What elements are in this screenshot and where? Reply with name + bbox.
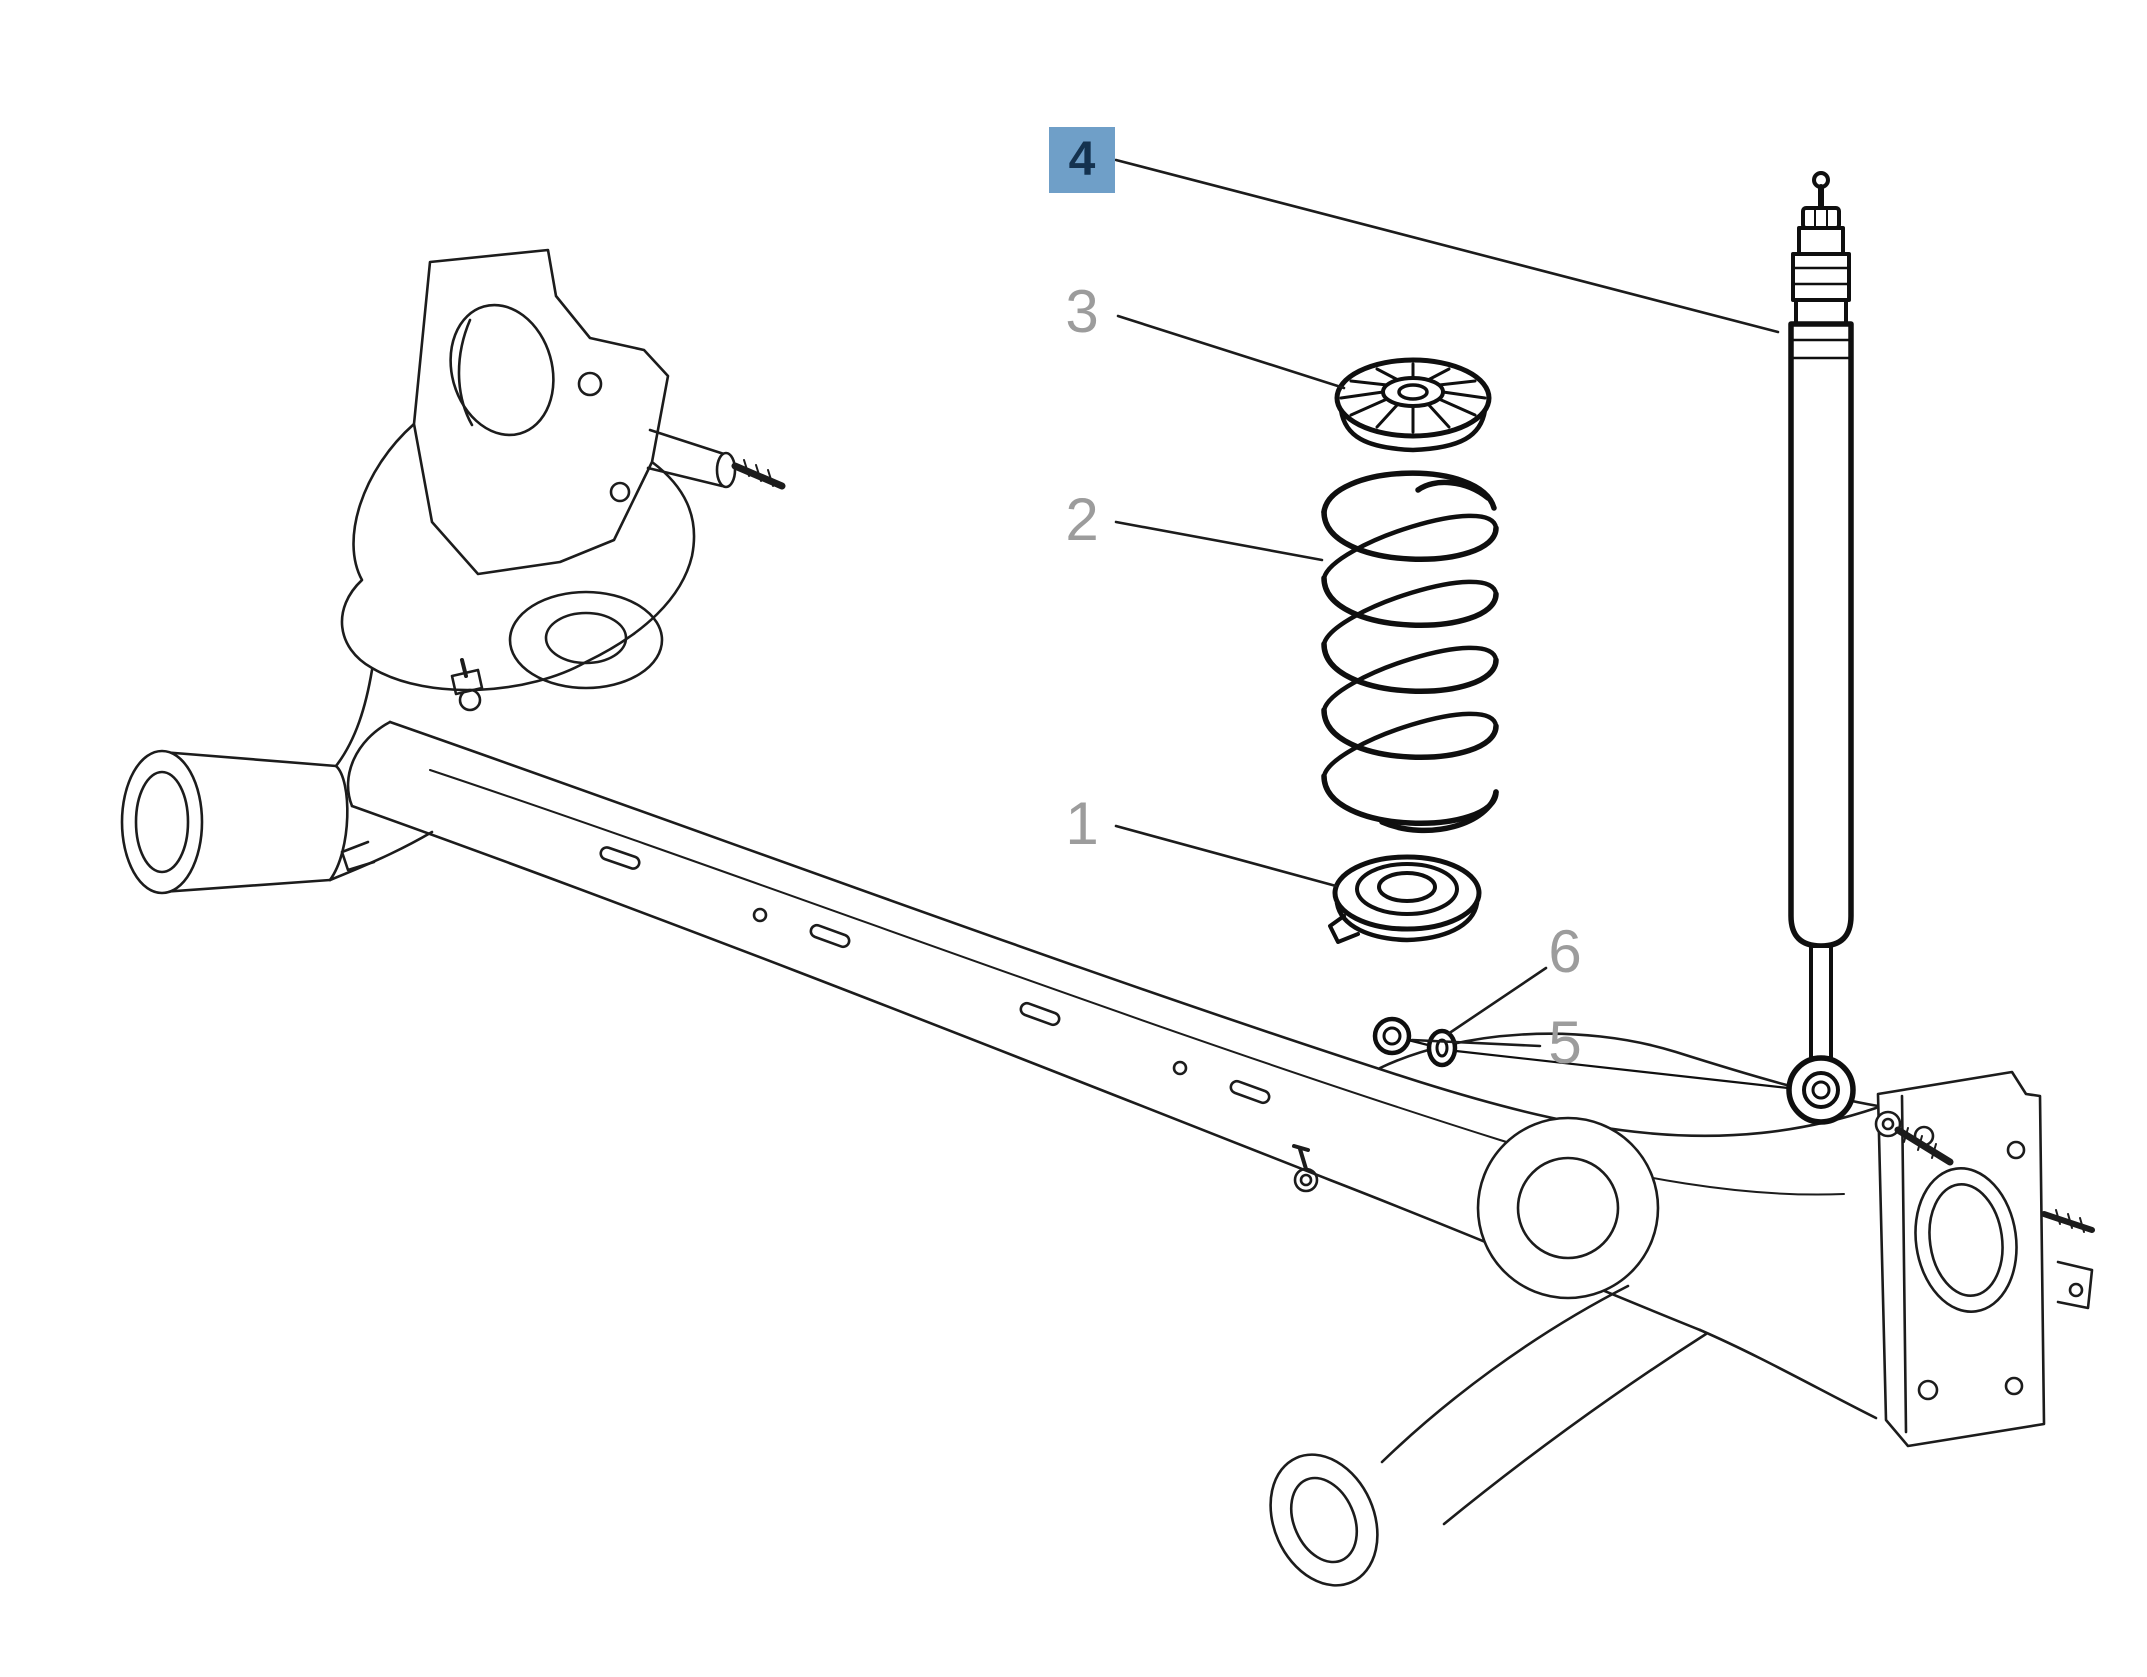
- upper-spring-pad-drawing: [1334, 357, 1492, 453]
- callout-leader-lines: [1114, 158, 1780, 1048]
- left-bushing-drawing: [120, 668, 434, 895]
- shock-absorber-drawing: [1786, 171, 1856, 1125]
- callout-4-highlighted[interactable]: 4: [1049, 127, 1115, 193]
- nut-washer-drawing: [1372, 1016, 1790, 1090]
- right-trailing-arm-drawing: [1292, 1032, 1880, 1300]
- callout-5[interactable]: 5: [1548, 1009, 1582, 1076]
- leader-line-5: [1410, 1038, 1542, 1048]
- leader-line-1: [1114, 824, 1338, 888]
- shock-bolt-drawing: [1874, 1110, 1954, 1166]
- callout-6[interactable]: 6: [1548, 918, 1582, 985]
- coil-spring-drawing: [1321, 470, 1499, 834]
- leader-line-2: [1114, 520, 1324, 562]
- lower-tube-bushing-drawing: [1269, 1284, 1708, 1587]
- leader-line-6: [1446, 966, 1548, 1036]
- rear-axle-assembly-drawing: [120, 248, 2095, 1587]
- leader-line-3: [1116, 314, 1346, 390]
- callout-3[interactable]: 3: [1065, 278, 1099, 345]
- twist-beam-drawing: [340, 720, 1878, 1332]
- left-bracket-plate-drawing: [412, 248, 786, 576]
- callout-1[interactable]: 1: [1065, 790, 1099, 857]
- lower-spring-seat-drawing: [1328, 854, 1482, 944]
- callout-2[interactable]: 2: [1065, 486, 1099, 553]
- right-end-plate-drawing: [1698, 1070, 2095, 1448]
- leader-line-4: [1114, 158, 1780, 334]
